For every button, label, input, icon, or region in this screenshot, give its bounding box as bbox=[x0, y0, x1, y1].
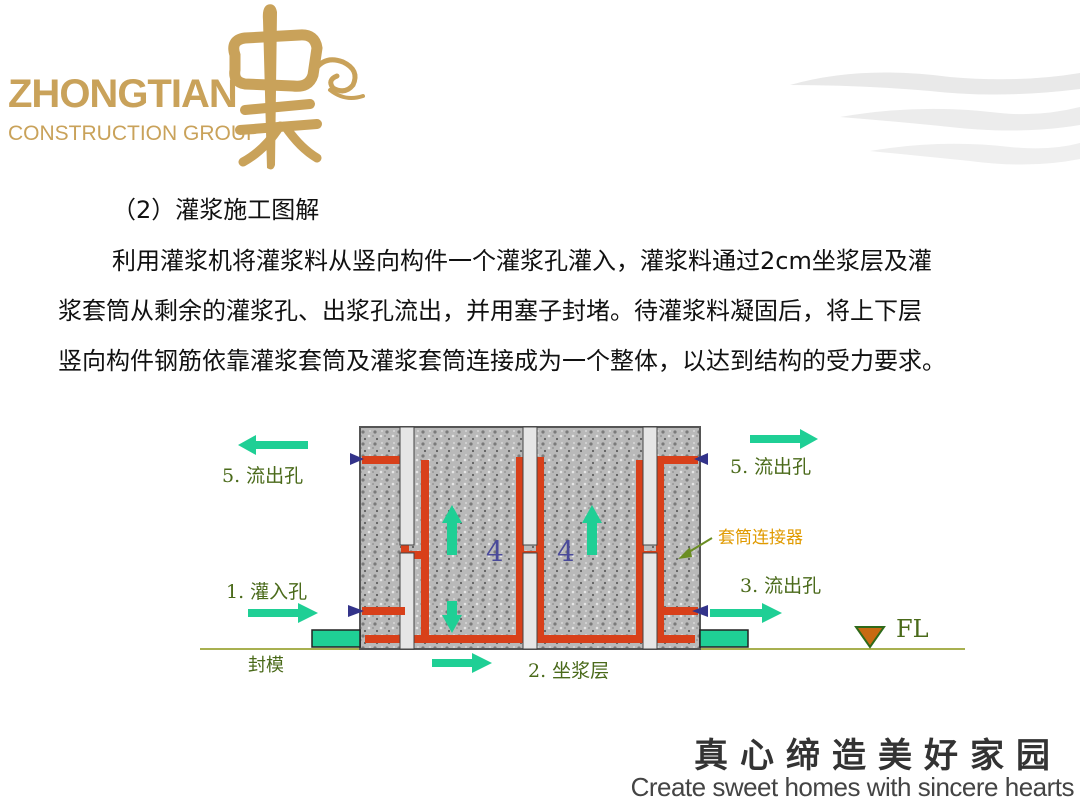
paragraph-line: 浆套筒从剩余的灌浆孔、出浆孔流出，并用塞子封堵。待灌浆料凝固后，将上下层 bbox=[58, 297, 922, 325]
label-outlet-right-top: 5. 流出孔 bbox=[730, 456, 811, 478]
plug-icon bbox=[350, 453, 364, 465]
plug-icon bbox=[348, 605, 364, 617]
label-fl: FL bbox=[896, 615, 929, 643]
label-flow-left: 4 bbox=[486, 535, 504, 568]
logo-group: CONSTRUCTION GROUP bbox=[8, 122, 260, 145]
label-outlet-left: 5. 流出孔 bbox=[222, 465, 303, 487]
section-heading: （2）灌浆施工图解 bbox=[112, 196, 320, 224]
arrow-left-icon bbox=[238, 435, 308, 455]
arrow-outlet-lower-icon bbox=[710, 603, 782, 623]
label-inlet: 1. 灌入孔 bbox=[226, 581, 307, 603]
rebar-mid-upper bbox=[522, 426, 538, 546]
slogan-english: Create sweet homes with sincere hearts bbox=[630, 772, 1075, 802]
label-bedding: 2. 坐浆层 bbox=[528, 660, 609, 682]
fl-marker-icon bbox=[854, 626, 886, 649]
rebar-right-lower bbox=[642, 552, 658, 650]
plug-icon bbox=[694, 453, 708, 465]
label-sleeve: 套筒连接器 bbox=[718, 528, 803, 548]
paragraph-line: 竖向构件钢筋依靠灌浆套筒及灌浆套筒连接成为一个整体，以达到结构的受力要求。 bbox=[58, 347, 946, 375]
arrow-right-icon bbox=[750, 429, 818, 449]
grouting-diagram: 5. 流出孔 5. 流出孔 1. 灌入孔 3. 流出孔 套筒连接器 封模 2. … bbox=[200, 426, 965, 682]
cloud-decoration-icon bbox=[790, 72, 1080, 165]
rebar-left-upper bbox=[399, 426, 415, 546]
logo-name: ZHONGTIAN bbox=[8, 72, 238, 116]
arrow-inlet-icon bbox=[248, 603, 318, 623]
arrow-bedding-icon bbox=[432, 653, 492, 673]
arrow-up-icon bbox=[442, 505, 462, 555]
mold-block-left bbox=[311, 629, 361, 648]
arrow-down-icon bbox=[442, 601, 462, 633]
paragraph-line: 利用灌浆机将灌浆料从竖向构件一个灌浆孔灌入，灌浆料通过2cm坐浆层及灌 bbox=[112, 247, 932, 275]
rebar-mid-lower bbox=[522, 552, 538, 650]
plug-icon bbox=[692, 605, 708, 617]
brush-logo-icon bbox=[228, 4, 365, 170]
label-mold: 封模 bbox=[248, 655, 284, 676]
slogan-chinese: 真心缔造美好家园 bbox=[694, 736, 1062, 776]
sleeve-pointer-icon bbox=[678, 537, 713, 559]
arrow-up-icon bbox=[582, 505, 602, 555]
mold-block-right bbox=[699, 629, 749, 648]
description-paragraph: 利用灌浆机将灌浆料从竖向构件一个灌浆孔灌入，灌浆料通过2cm坐浆层及灌 浆套筒从… bbox=[58, 236, 1048, 386]
label-outlet-right-bottom: 3. 流出孔 bbox=[740, 575, 821, 597]
rebar-right-upper bbox=[642, 426, 658, 546]
label-flow-right: 4 bbox=[557, 535, 575, 568]
rebar-left-lower bbox=[399, 552, 415, 650]
